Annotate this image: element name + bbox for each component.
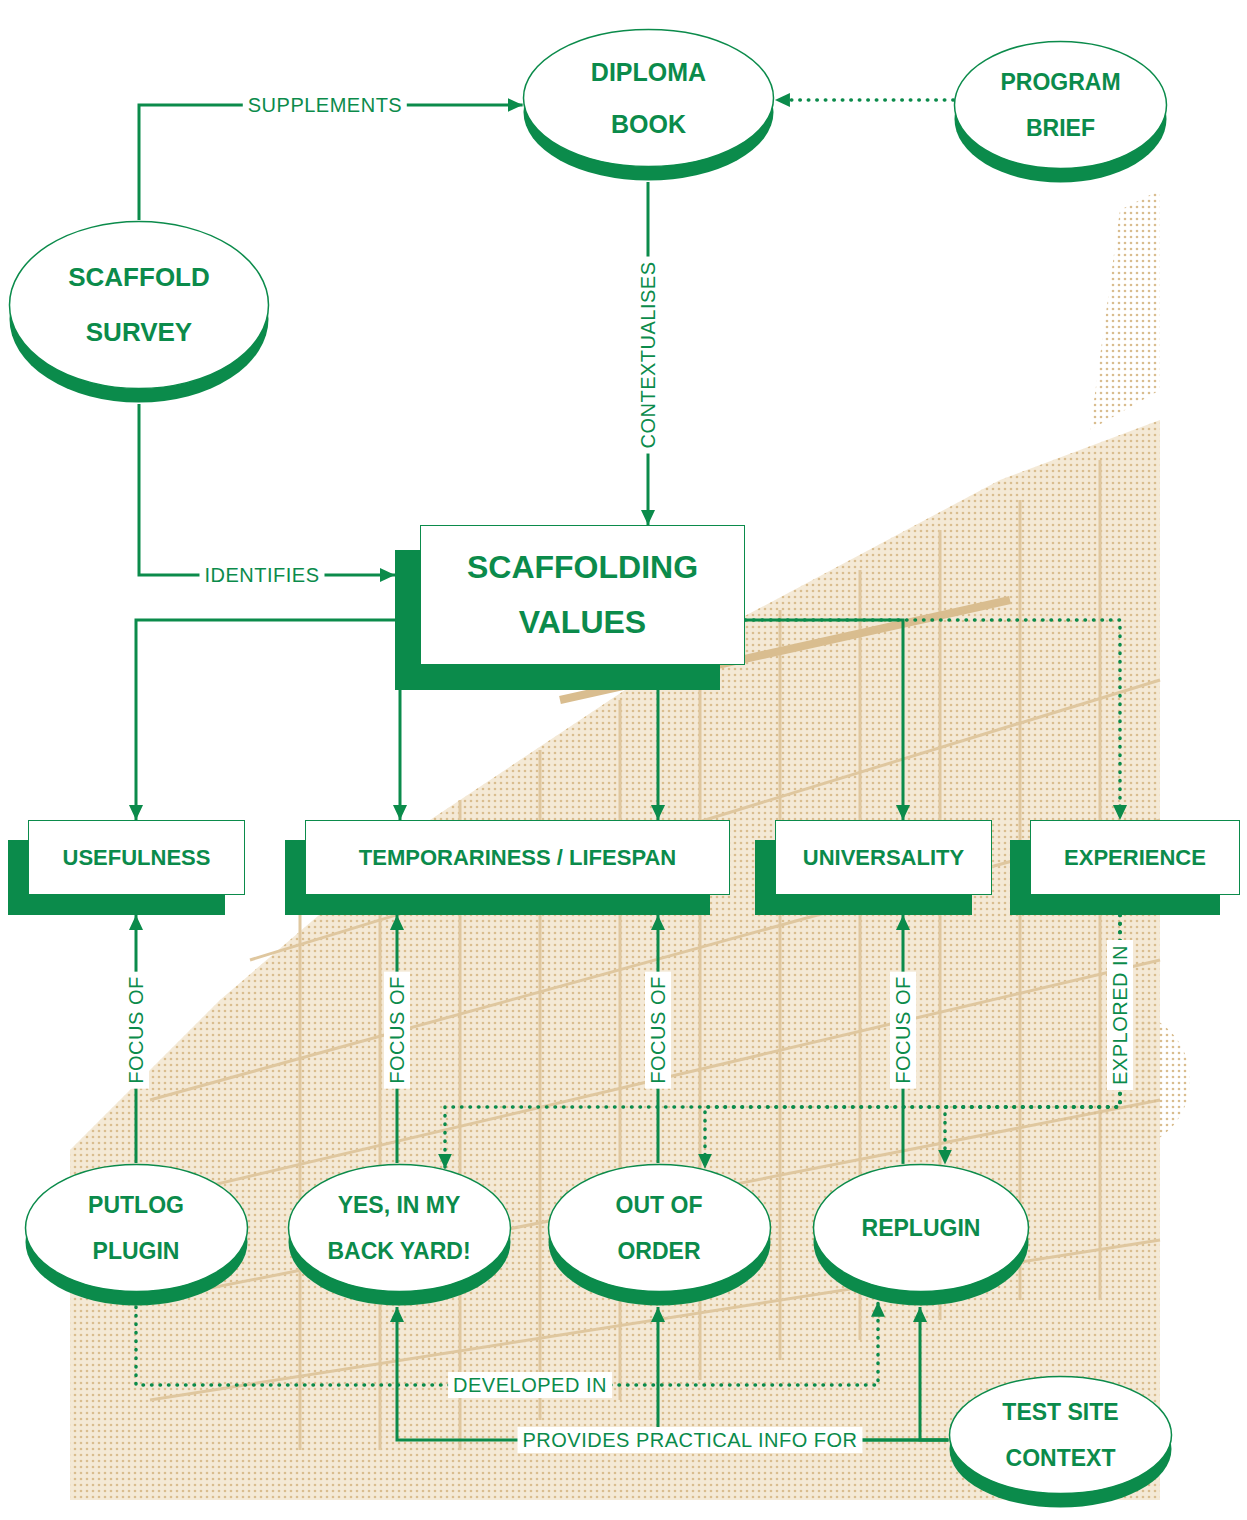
value-box: TEMPORARINESS / LIFESPAN (305, 820, 730, 895)
dotted-connector (775, 98, 953, 102)
edge-label: FOCUS OF (890, 971, 916, 1088)
ellipse-outline (24, 1163, 249, 1307)
node-label: SCAFFOLD SURVEY (49, 250, 229, 360)
node-label: UNIVERSALITY (803, 844, 964, 872)
dotted-connector (445, 915, 1120, 1169)
edge-label: FOCUS OF (123, 971, 149, 1088)
ellipse-node: DIPLOMA BOOK (522, 28, 775, 182)
node-label: YES, IN MY BACK YARD! (317, 1182, 482, 1274)
node-label: EXPERIENCE (1064, 844, 1206, 872)
ellipse-node: OUT OF ORDER (547, 1163, 772, 1307)
node-label: TEST SITE CONTEXT (978, 1389, 1143, 1481)
connector (139, 404, 395, 575)
ellipse-face (288, 1165, 510, 1292)
ellipse-face (10, 222, 269, 389)
node-label: REPLUGIN (862, 1205, 981, 1251)
node-label: TEMPORARINESS / LIFESPAN (359, 844, 676, 872)
connector (647, 182, 650, 525)
photo-facade-dots (70, 420, 1160, 1500)
connector (920, 1307, 948, 1440)
ellipse-face (814, 1165, 1029, 1292)
edge-label: FOCUS OF (384, 971, 410, 1088)
value-box: UNIVERSALITY (775, 820, 992, 895)
node-label: OUT OF ORDER (577, 1182, 742, 1274)
ellipse-outline (287, 1163, 512, 1307)
ellipse-face (955, 42, 1167, 169)
connector (397, 1307, 948, 1440)
dotted-connector (705, 915, 1120, 1169)
edge-label: DEVELOPED IN (448, 1372, 612, 1398)
edge-label: IDENTIFIES (199, 562, 324, 588)
photo-tree (1050, 1010, 1190, 1150)
value-box: USEFULNESS (28, 820, 245, 895)
connector (135, 915, 138, 1163)
ellipse-face (950, 1377, 1172, 1494)
edge-label: CONTEXTUALISES (635, 256, 661, 453)
edge-label: SUPPLEMENTS (243, 92, 407, 118)
photo-sky (1090, 190, 1160, 430)
ellipse-outline (522, 28, 775, 182)
ellipse-outline (8, 220, 270, 404)
ellipse-node: PUTLOG PLUGIN (24, 1163, 249, 1307)
ellipse-face (548, 1165, 770, 1292)
connector (902, 915, 905, 1164)
value-box: SCAFFOLDING VALUES (420, 525, 745, 665)
edge-label: FOCUS OF (645, 971, 671, 1088)
connector (139, 105, 523, 220)
node-label: PROGRAM BRIEF (986, 59, 1136, 151)
connector (745, 620, 903, 820)
value-box: EXPERIENCE (1030, 820, 1240, 895)
ellipse-outline (948, 1375, 1173, 1509)
edge-label: EXPLORED IN (1107, 940, 1133, 1090)
connector (136, 620, 395, 820)
ellipse-face (25, 1165, 247, 1292)
scaffold-grid (150, 460, 1160, 1450)
node-label: DIPLOMA BOOK (564, 46, 734, 150)
ellipse-node: TEST SITE CONTEXT (948, 1375, 1173, 1509)
ellipse-outline (547, 1163, 772, 1307)
ellipse-node: REPLUGIN (812, 1163, 1030, 1307)
connector (657, 690, 660, 820)
ellipse-node: PROGRAM BRIEF (953, 40, 1168, 184)
ellipse-node: SCAFFOLD SURVEY (8, 220, 270, 404)
connector (399, 690, 402, 820)
ellipse-node: YES, IN MY BACK YARD! (287, 1163, 512, 1307)
connector (658, 1307, 948, 1440)
dotted-connector (745, 620, 1120, 820)
ellipse-face (524, 30, 774, 167)
dotted-connector (136, 1302, 878, 1385)
edge-label: PROVIDES PRACTICAL INFO FOR (517, 1427, 862, 1453)
node-label: PUTLOG PLUGIN (54, 1182, 219, 1274)
photo-facade (70, 420, 1160, 1500)
node-label: USEFULNESS (63, 844, 211, 872)
dotted-connector (945, 915, 1120, 1165)
connector (396, 915, 399, 1163)
connector (657, 915, 660, 1163)
ellipse-outline (953, 40, 1168, 184)
node-label: SCAFFOLDING VALUES (453, 540, 713, 650)
